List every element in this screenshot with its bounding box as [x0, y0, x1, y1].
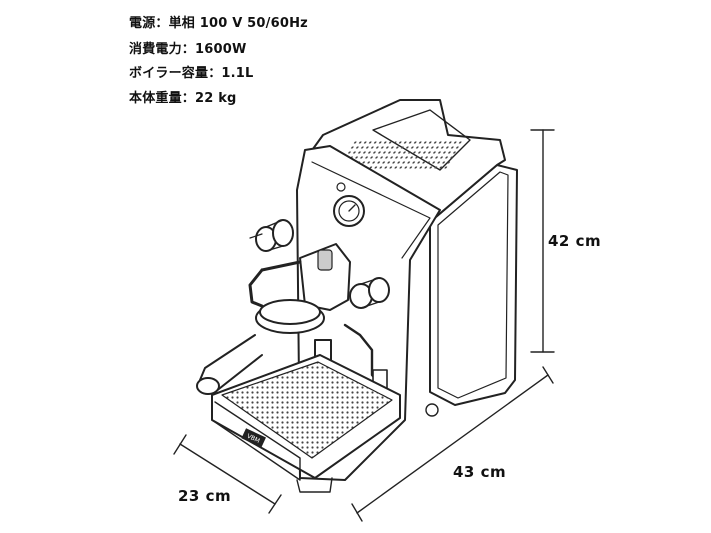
height-label: 42 cm — [548, 232, 602, 250]
drip-tray — [211, 354, 401, 481]
height-dimension-line — [530, 129, 555, 353]
power-button — [425, 403, 439, 417]
steam-knob-icon — [249, 219, 294, 252]
spec-boiler-capacity: ボイラー容量：1.1L — [129, 66, 254, 81]
spec-consumption: 消費電力：1600W — [129, 42, 247, 57]
steam-wand — [248, 268, 264, 308]
spec-power: 電源：単相 100 V 50/60Hz — [129, 16, 308, 31]
brand-badge: VBM — [241, 428, 266, 448]
pressure-gauge-icon — [333, 182, 365, 227]
spec-weight: 本体重量：22 kg — [129, 91, 237, 106]
width-dimension-line — [173, 434, 282, 514]
depth-dimension-line — [351, 366, 554, 522]
water-knob-icon — [349, 277, 390, 309]
depth-label: 43 cm — [453, 463, 507, 481]
portafilter — [196, 299, 332, 395]
side-panel — [429, 164, 518, 406]
width-label: 23 cm — [178, 487, 232, 505]
